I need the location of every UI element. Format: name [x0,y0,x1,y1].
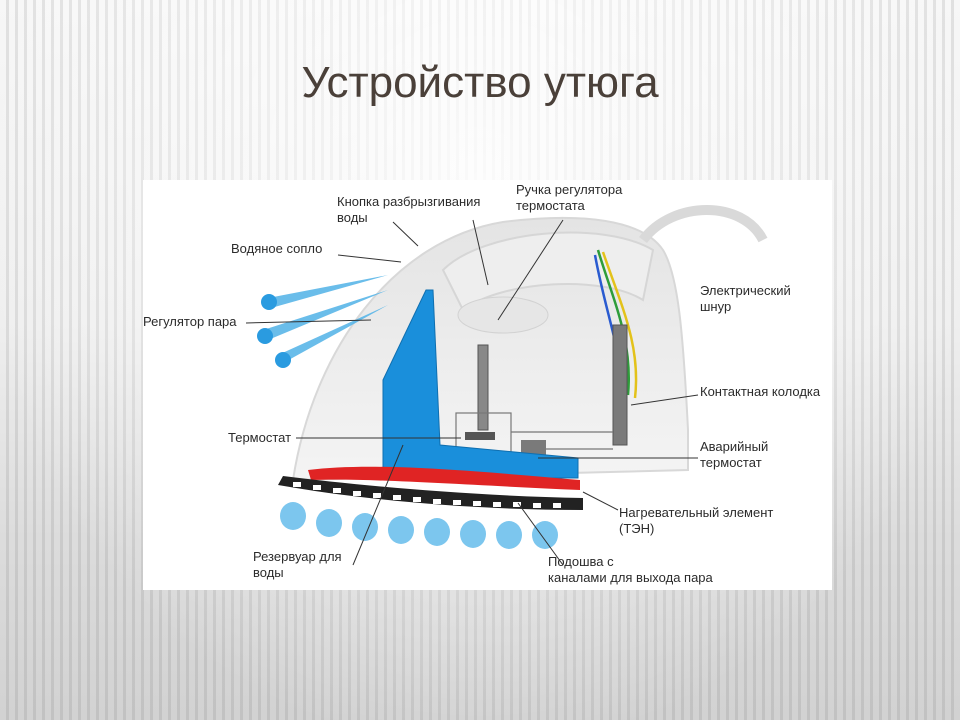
knob-ghost [457,296,549,334]
label-emergency-thermostat: Аварийный термостат [700,439,769,470]
thermostat-contact [465,432,495,440]
label-thermostat: Термостат [228,430,292,445]
label-heating-element: Нагревательный элемент (ТЭН) [619,505,774,536]
iron-handle-outline [441,231,655,312]
iron-diagram-svg [245,205,768,566]
page-title: Устройство утюга [301,58,659,107]
label-cord: Электрический шнур [700,283,791,314]
wire-yellow [601,251,638,399]
label-soleplate: Подошва с каналами для выхода пара [548,554,713,585]
iron-diagram: Кнопка разбрызгивания воды Ручка регулят… [143,180,832,590]
heating-element [308,466,580,490]
label-water-nozzle: Водяное сопло [231,241,323,256]
label-terminal-block: Контактная колодка [700,384,821,399]
terminal-block [612,324,628,446]
spray-bursts [257,294,291,368]
spray-jets [263,275,388,362]
label-thermostat-knob: Ручка регулятора термостата [516,182,623,213]
steam-clouds [280,502,558,549]
soleplate-channels [293,482,561,508]
soleplate [278,476,583,510]
label-steam-regulator: Регулятор пара [143,314,237,329]
label-spray-button: Кнопка разбрызгивания воды [337,194,481,225]
cord-ghost [639,205,768,244]
leader-lines [245,219,699,566]
wire-green [596,249,630,396]
wiring-lines [511,431,613,450]
thermostat-rod [477,344,489,431]
label-reservoir: Резервуар для воды [253,549,342,580]
